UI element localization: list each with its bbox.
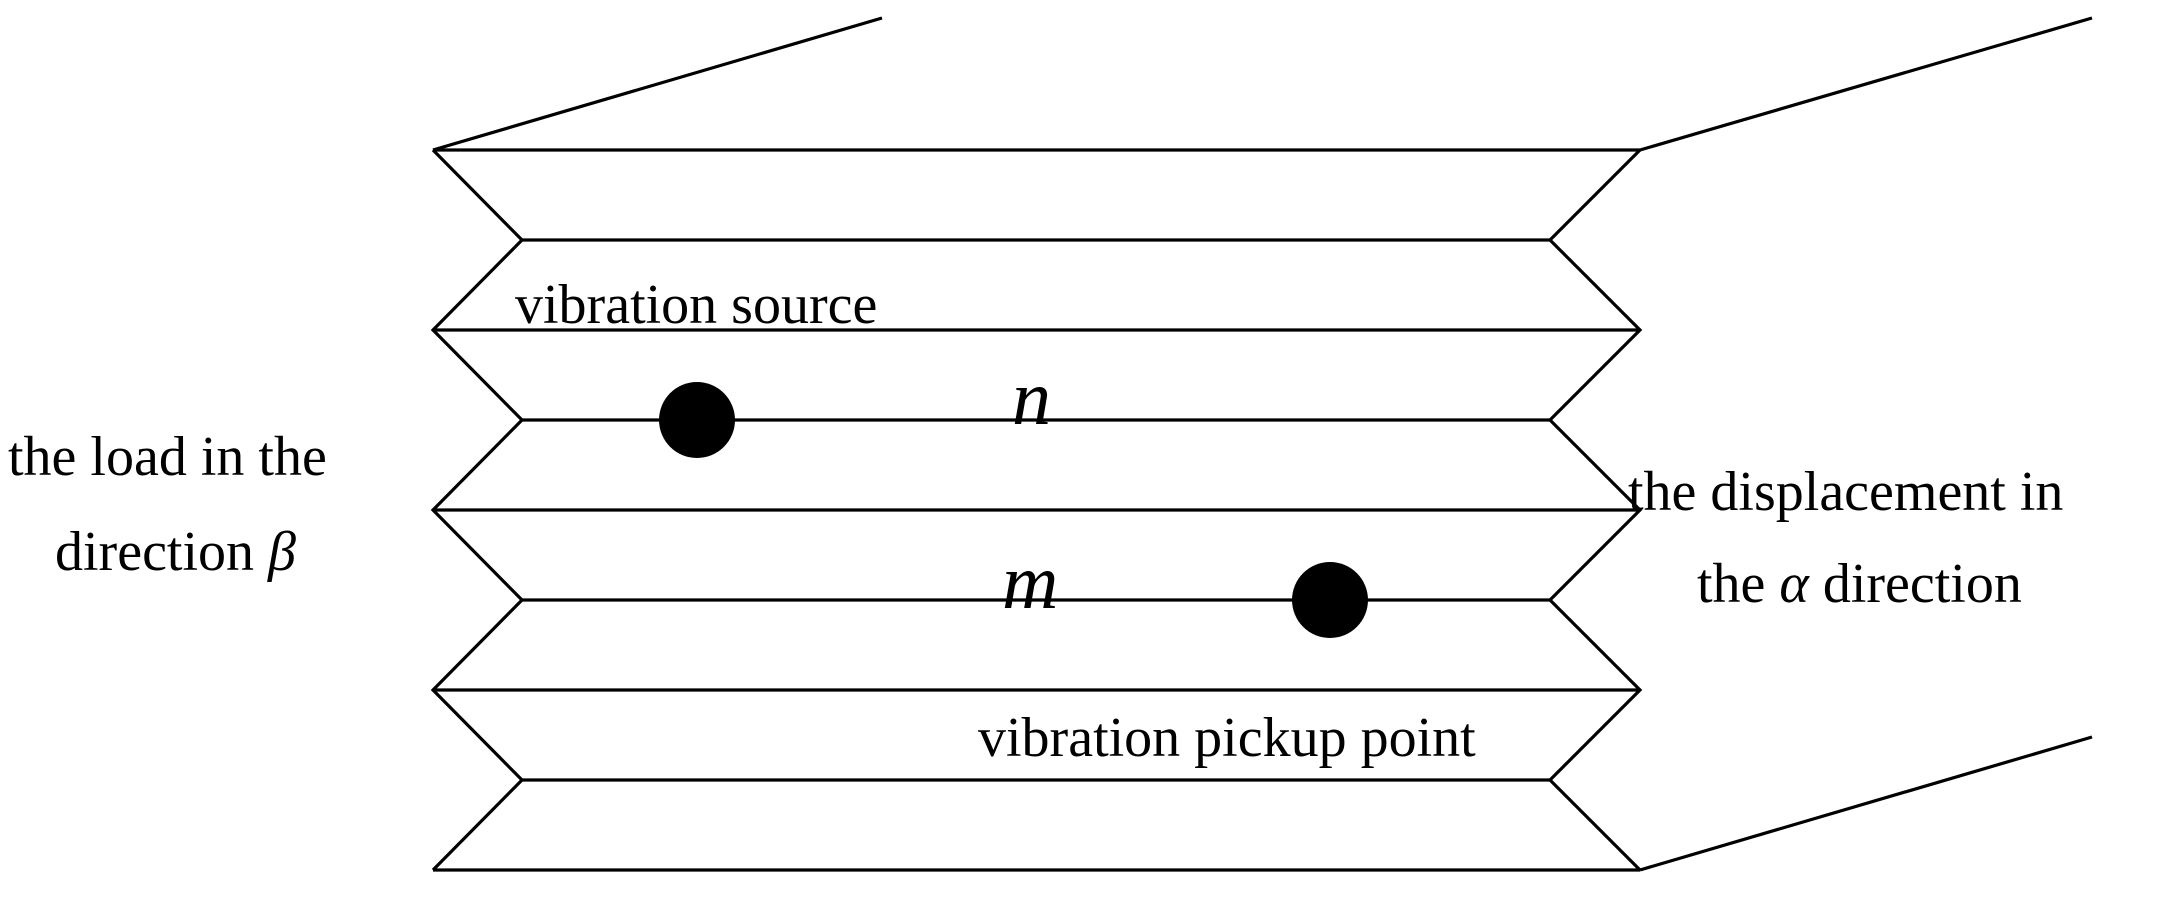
left-zigzag-edge [430,148,525,872]
layer-m-label: m [1002,538,1058,625]
vibration-source-point [659,382,735,458]
displacement-label-line1: the displacement in [1628,461,2063,523]
perspective-line-bottom-right [1639,735,2093,872]
displacement-label-line2: the α direction [1697,553,2022,615]
vibration-source-label: vibration source [515,274,877,336]
load-direction-text: direction [55,521,268,583]
vibration-pickup-point [1292,562,1368,638]
displacement-the-text: the [1697,553,1779,615]
layer-n-label: n [1012,354,1051,441]
perspective-line-top-right [1639,16,2093,152]
load-direction-label-line2: direction β [55,521,296,583]
vibration-pickup-point-label: vibration pickup point [978,707,1476,769]
load-direction-label-line1: the load in the [8,426,327,488]
alpha-symbol: α [1779,553,1810,615]
perspective-line-top-left [432,16,883,152]
displacement-direction-text: direction [1809,553,2022,615]
right-zigzag-edge [1547,148,1643,872]
beta-symbol: β [267,521,296,583]
